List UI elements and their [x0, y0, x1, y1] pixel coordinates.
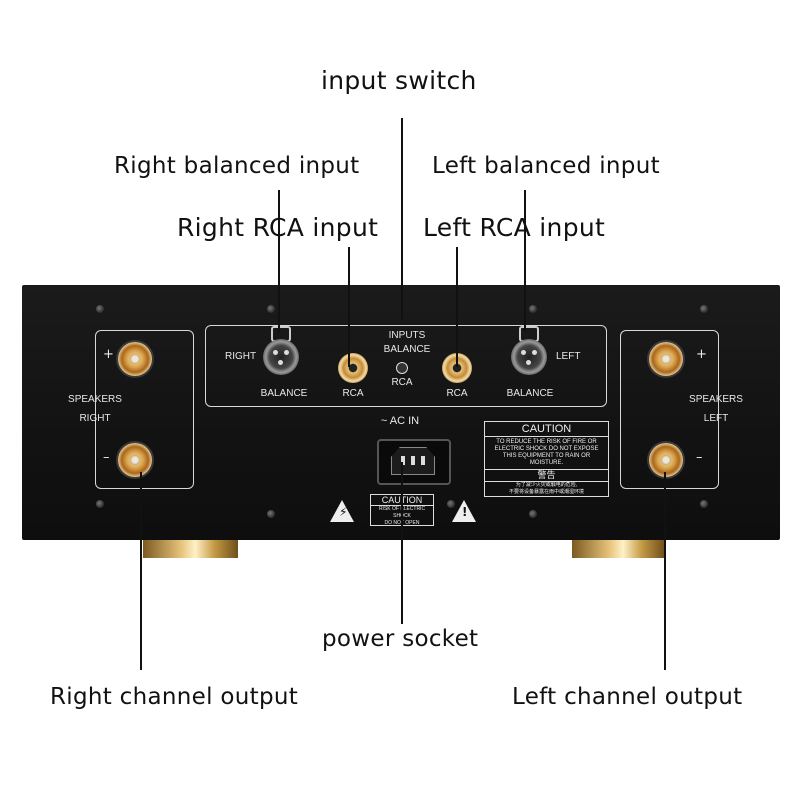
screw	[529, 510, 537, 518]
callout-left-channel-output: Left channel output	[512, 684, 743, 710]
power-socket-inner	[391, 447, 435, 475]
caution-text-4: MOISTURE.	[529, 460, 564, 466]
callout-right-balanced-input: Right balanced input	[114, 153, 360, 179]
callout-line-input-switch	[401, 118, 403, 320]
right-rca-input[interactable]	[338, 353, 368, 383]
exclamation-warning-icon: !	[452, 500, 476, 522]
callout-line-right-channel	[140, 472, 142, 670]
speakers-right-label-2: RIGHT	[79, 413, 111, 424]
rca-left-label: RCA	[446, 388, 468, 399]
screw	[529, 305, 537, 313]
left-input-label: LEFT	[556, 351, 581, 362]
screw	[447, 500, 455, 508]
screw	[267, 510, 275, 518]
balance-left-label: BALANCE	[506, 388, 554, 399]
callout-right-rca-input: Right RCA input	[177, 213, 379, 242]
screw	[96, 500, 104, 508]
callout-input-switch: input switch	[321, 66, 477, 95]
plus-symbol: +	[103, 347, 114, 362]
right-foot	[572, 540, 665, 558]
caution-text-1: TO REDUCE THE RISK OF FIRE OR	[496, 439, 597, 445]
lightning-warning-icon: ⚡	[330, 500, 354, 522]
balance-right-label: BALANCE	[260, 388, 308, 399]
speakers-left-label-2: LEFT	[703, 413, 729, 424]
right-speaker-positive-terminal[interactable]	[118, 342, 152, 376]
callout-left-balanced-input: Left balanced input	[432, 153, 660, 179]
input-switch[interactable]	[396, 362, 408, 374]
callout-line-left-rca	[456, 247, 458, 367]
left-speaker-positive-terminal[interactable]	[649, 342, 683, 376]
amplifier-rear-panel: + – SPEAKERS RIGHT + – SPEAKERS LEFT RIG…	[22, 285, 780, 540]
ac-in-label: ~ AC IN	[380, 415, 420, 427]
caution-text-2: ELECTRIC SHOCK DO NOT EXPOSE	[494, 446, 599, 452]
inputs-box	[205, 325, 607, 407]
callout-left-rca-input: Left RCA input	[423, 213, 606, 242]
caution-text-3: THIS EQUIPMENT TO RAIN OR	[502, 453, 591, 459]
speakers-right-box	[95, 330, 194, 489]
callout-line-right-rca	[348, 247, 350, 367]
callout-power-socket: power socket	[322, 626, 479, 652]
speakers-left-box	[620, 330, 719, 489]
screw	[700, 500, 708, 508]
minus-symbol: –	[696, 450, 703, 465]
power-socket[interactable]	[377, 439, 451, 485]
screw	[700, 305, 708, 313]
rca-switch-label: RCA	[391, 377, 413, 388]
lightning-glyph: ⚡	[339, 505, 348, 519]
right-speaker-negative-terminal[interactable]	[118, 443, 152, 477]
speakers-right-label-1: SPEAKERS	[68, 394, 122, 405]
left-speaker-negative-terminal[interactable]	[649, 443, 683, 477]
right-input-label: RIGHT	[225, 351, 257, 362]
inputs-label: INPUTS	[388, 330, 426, 341]
caution-label: CAUTION TO REDUCE THE RISK OF FIRE OR EL…	[484, 421, 609, 497]
warning-cn-text-2: 不要将设备暴露在雨中或潮湿环境	[508, 489, 584, 495]
callout-line-right-balanced	[278, 190, 280, 332]
minus-symbol: –	[103, 450, 110, 465]
warning-cn-title: 警告	[485, 469, 608, 482]
screw	[267, 305, 275, 313]
callout-line-power-socket	[401, 462, 403, 624]
callout-line-left-channel	[664, 472, 666, 670]
left-foot	[143, 540, 238, 558]
callout-line-left-balanced	[524, 190, 526, 332]
callout-right-channel-output: Right channel output	[50, 684, 299, 710]
balance-switch-label: BALANCE	[383, 344, 431, 355]
rca-right-label: RCA	[342, 388, 364, 399]
speakers-left-label-1: SPEAKERS	[689, 394, 743, 405]
warning-cn-text-1: 为了减少火灾或触电的危险,	[515, 482, 578, 488]
plus-symbol: +	[696, 347, 707, 362]
caution-title: CAUTION	[485, 422, 608, 437]
screw	[96, 305, 104, 313]
right-balanced-xlr-input[interactable]	[263, 339, 299, 375]
exclaim-glyph: !	[462, 505, 468, 519]
left-balanced-xlr-input[interactable]	[511, 339, 547, 375]
